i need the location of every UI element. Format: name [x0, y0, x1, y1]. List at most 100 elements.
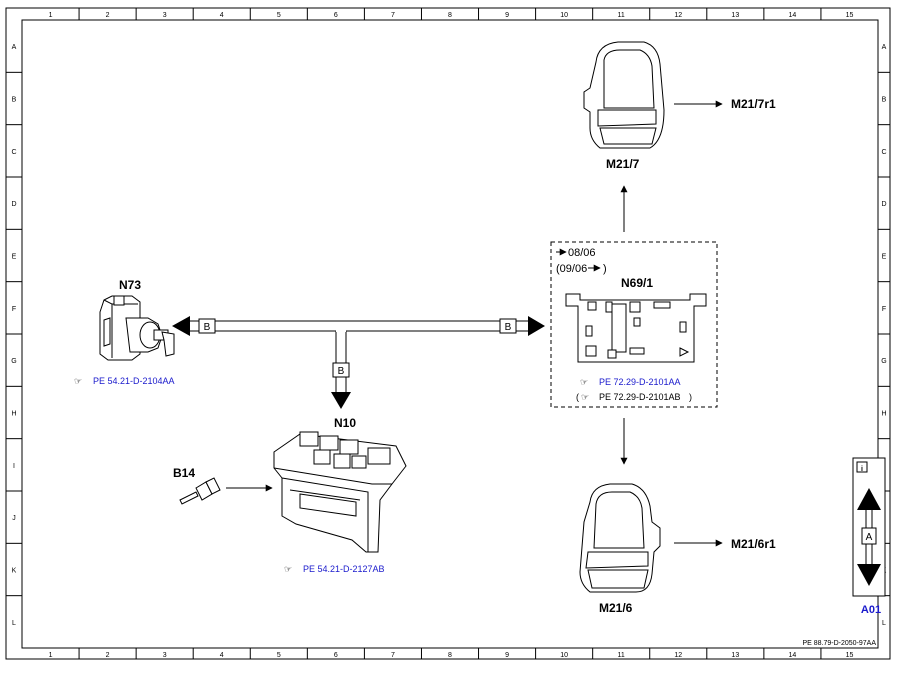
n73-label: N73 — [119, 278, 141, 292]
grid-column-label: 4 — [220, 12, 224, 19]
validity-until-text: 08/06 — [568, 247, 596, 259]
temperature-sensor-icon — [179, 477, 221, 505]
grid-column-label: 2 — [106, 12, 110, 19]
control-module-icon — [273, 431, 407, 553]
grid-column-label: 4 — [220, 652, 224, 659]
validity-from: (09/06 ) — [556, 263, 607, 275]
grid-column-label: 5 — [277, 652, 281, 659]
n10-label: N10 — [334, 416, 356, 430]
mirror-m21-6[interactable]: M21/6 M21/6r1 — [579, 483, 776, 615]
grid-row-label: G — [881, 358, 886, 365]
grid-column-label: 6 — [334, 652, 338, 659]
side-mirror-icon — [583, 41, 665, 149]
grid-row-label: C — [881, 149, 886, 156]
grid-column-label: 1 — [49, 652, 53, 659]
grid-row-label: F — [12, 306, 16, 313]
validity-from-close: ) — [603, 263, 607, 275]
grid-column-label: 11 — [618, 12, 625, 19]
ignition-switch-n73[interactable]: N73 ☞ PE 54.21-D-2104AA — [74, 278, 175, 386]
n73-reference-text: PE 54.21-D-2104AA — [93, 376, 175, 386]
grid-column-label: 14 — [789, 652, 797, 659]
n69-1-reference-link-1[interactable]: ☞ PE 72.29-D-2101AA — [580, 377, 681, 387]
grid-column-label: 13 — [731, 652, 739, 659]
grid-row-label: B — [12, 97, 17, 104]
manual-hand-icon: ☞ — [284, 564, 292, 574]
grid-row-label: H — [881, 411, 886, 418]
connector-b-right-label: B — [505, 322, 512, 333]
m21-6r1-label: M21/6r1 — [731, 537, 776, 551]
connector-b-left[interactable]: B — [198, 318, 216, 334]
connector-b-right[interactable]: B — [499, 318, 517, 334]
grid-column-label: 10 — [560, 12, 568, 19]
grid-column-label: 12 — [674, 652, 682, 659]
door-module-group-n69-1[interactable]: 08/06 (09/06 ) N69/1 ☞ PE 72.29-D-2101AA — [550, 241, 718, 408]
side-mirror-icon — [579, 483, 661, 593]
grid-column-label: 1 — [49, 12, 53, 19]
grid-column-label: 11 — [618, 652, 625, 659]
n10-reference-text: PE 54.21-D-2127AB — [303, 564, 385, 574]
grid-row-label: F — [882, 306, 886, 313]
m21-7-label: M21/7 — [606, 157, 640, 171]
grid-column-label: 2 — [106, 652, 110, 659]
svg-text:i: i — [861, 466, 863, 473]
grid-row-label: J — [12, 515, 16, 522]
paren-open: ( — [576, 392, 579, 402]
grid-row-label: K — [12, 568, 17, 575]
grid-column-label: 3 — [163, 12, 167, 19]
mirror-m21-7[interactable]: M21/7 M21/7r1 — [583, 41, 776, 171]
grid-row-label: D — [11, 201, 16, 208]
arrow-right-to-n69-1 — [528, 316, 545, 336]
grid-column-label: 12 — [674, 12, 682, 19]
connector-b-down[interactable]: B — [332, 362, 350, 378]
legend-code: A01 — [861, 604, 881, 616]
grid-column-label: 6 — [334, 12, 338, 19]
validity-from-text: (09/06 — [556, 263, 587, 275]
grid-column-label: 9 — [505, 652, 509, 659]
grid-column-label: 13 — [731, 12, 739, 19]
control-module-n10[interactable]: N10 ☞ PE 54.21-D-2127AB — [273, 416, 407, 574]
validity-dashed-frame — [550, 241, 718, 408]
grid-row-label: A — [882, 44, 887, 51]
grid-row-label: E — [12, 254, 17, 261]
grid-column-label: 8 — [448, 652, 452, 659]
grid-row-label: L — [882, 620, 886, 627]
door-module-board-icon — [565, 293, 707, 363]
grid-column-label: 15 — [846, 12, 854, 19]
legend-panel[interactable]: i A A01 — [852, 457, 886, 616]
grid-column-label: 8 — [448, 12, 452, 19]
legend-connector-a[interactable]: A — [861, 527, 877, 545]
sensor-b14[interactable]: B14 — [173, 466, 273, 505]
n69-1-reference-link-2[interactable]: ( ☞ PE 72.29-D-2101AB ) — [576, 392, 692, 402]
grid-row-label: A — [12, 44, 17, 51]
paren-close: ) — [689, 392, 692, 402]
legend-double-arrow — [857, 488, 881, 586]
n69-1-label: N69/1 — [621, 276, 653, 290]
grid-column-label: 15 — [846, 652, 854, 659]
n10-reference-link[interactable]: ☞ PE 54.21-D-2127AB — [284, 564, 385, 574]
grid-column-label: 10 — [560, 652, 568, 659]
arrow-left-to-n73 — [172, 316, 190, 336]
connector-b-left-label: B — [204, 322, 211, 333]
m21-7r1-label: M21/7r1 — [731, 97, 776, 111]
grid-row-label: E — [882, 254, 887, 261]
grid-row-label: H — [11, 411, 16, 418]
manual-hand-icon: ☞ — [580, 377, 588, 387]
grid-column-label: 14 — [789, 12, 797, 19]
grid-column-label: 7 — [391, 12, 395, 19]
info-icon[interactable]: i — [856, 461, 868, 473]
n73-reference-link[interactable]: ☞ PE 54.21-D-2104AA — [74, 376, 175, 386]
manual-hand-icon: ☞ — [74, 376, 82, 386]
grid-column-label: 3 — [163, 652, 167, 659]
grid-row-label: D — [881, 201, 886, 208]
legend-box-letter: A — [866, 532, 873, 543]
validity-until: 08/06 — [556, 247, 596, 259]
grid-row-label: I — [13, 463, 15, 470]
grid-column-label: 5 — [277, 12, 281, 19]
m21-6-label: M21/6 — [599, 601, 633, 615]
harness-arrowheads — [172, 316, 545, 409]
